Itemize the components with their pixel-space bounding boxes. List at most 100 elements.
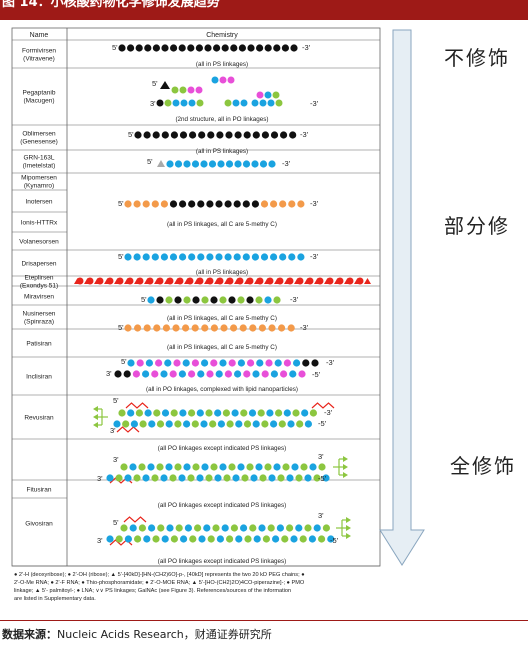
end-5-label: 5' xyxy=(121,357,127,366)
nucleotide-dot xyxy=(209,420,217,428)
nucleotide-dot xyxy=(292,409,300,417)
nucleotide-dot xyxy=(194,524,202,532)
nucleotide-dot xyxy=(145,359,153,367)
nucleotide-dot xyxy=(221,524,229,532)
nucleotide-dot xyxy=(180,99,188,107)
nucleotide-dot xyxy=(215,370,223,378)
nucleotide-dot xyxy=(169,253,178,261)
nucleotide-dot xyxy=(274,359,282,367)
nucleotide-dot xyxy=(206,253,214,261)
nucleotide-dot xyxy=(228,296,236,304)
drug-name: Volanesorsen xyxy=(19,239,59,246)
nucleotide-dot xyxy=(205,474,213,482)
nucleotide-dot xyxy=(313,524,321,532)
pmo-dot xyxy=(186,277,194,285)
nucleotide-dot xyxy=(188,200,196,208)
nucleotide-dot xyxy=(282,463,290,471)
nucleotide-dot xyxy=(198,131,206,139)
nucleotide-dot xyxy=(268,324,276,332)
drug-name: Inotersen xyxy=(25,199,52,206)
nucleotide-dot xyxy=(243,370,251,378)
nucleotide-dot xyxy=(239,324,247,332)
nucleotide-dot xyxy=(237,359,245,367)
nucleotide-dot xyxy=(247,359,255,367)
nucleotide-dot xyxy=(219,463,227,471)
nucleotide-dot xyxy=(183,420,191,428)
source-text: Nucleic Acids Research，财通证券研究所 xyxy=(57,628,272,641)
nucleotide-dot xyxy=(327,535,335,543)
nucleotide-dot xyxy=(252,370,260,378)
pmo-dot xyxy=(336,277,344,285)
nucleotide-dot xyxy=(143,535,151,543)
nucleotide-dot xyxy=(251,253,259,261)
nucleotide-dot xyxy=(225,160,234,168)
nucleotide-dot xyxy=(234,160,242,168)
nucleotide-dot xyxy=(160,370,168,378)
nucleotide-dot xyxy=(268,160,276,168)
nucleotide-dot xyxy=(308,535,316,543)
nucleotide-dot xyxy=(304,474,312,482)
nucleotide-dot xyxy=(248,409,257,417)
nucleotide-dot xyxy=(143,131,151,139)
pmo-dot xyxy=(226,277,234,285)
pmo-dot xyxy=(266,277,274,285)
pmo-dot xyxy=(316,277,324,285)
nucleotide-dot xyxy=(160,200,168,208)
nucleotide-dot xyxy=(200,160,208,168)
nucleotide-dot xyxy=(243,131,251,139)
nucleotide-dot xyxy=(318,535,326,543)
nucleotide-dot xyxy=(224,99,232,107)
nucleotide-dot xyxy=(237,296,245,304)
end-3-label: -3' xyxy=(300,130,309,139)
nucleotide-dot xyxy=(205,409,213,417)
nucleotide-dot xyxy=(219,359,227,367)
pmo-dot xyxy=(256,277,264,285)
nucleotide-dot xyxy=(174,296,182,304)
palmitoyl-triangle xyxy=(157,160,165,167)
pmo-dot xyxy=(86,277,94,285)
nucleotide-dot xyxy=(249,524,257,532)
nucleotide-dot xyxy=(153,324,161,332)
galnac-arrowhead xyxy=(346,525,351,531)
nucleotide-dot xyxy=(204,44,212,52)
nucleotide-dot xyxy=(256,44,264,52)
nucleotide-dot xyxy=(201,463,209,471)
nucleotide-dot xyxy=(259,474,267,482)
nucleotide-dot xyxy=(164,359,172,367)
nucleotide-dot xyxy=(170,44,178,52)
nucleotide-dot xyxy=(135,44,143,52)
drug-name: (Macugen) xyxy=(23,98,54,105)
nucleotide-dot xyxy=(286,524,294,532)
nucleotide-dot xyxy=(152,44,160,52)
nucleotide-dot xyxy=(169,200,178,208)
nucleotide-dot xyxy=(136,359,144,367)
end-3-label: 3' xyxy=(97,536,103,545)
nucleotide-dot xyxy=(277,474,285,482)
nucleotide-dot xyxy=(179,131,188,139)
nucleotide-dot xyxy=(258,524,266,532)
nucleotide-dot xyxy=(251,99,259,107)
nucleotide-dot xyxy=(148,420,156,428)
drug-name: Mipomersen xyxy=(21,175,57,182)
nucleotide-dot xyxy=(230,324,238,332)
nucleotide-dot xyxy=(156,420,165,428)
nucleotide-dot xyxy=(196,474,204,482)
legend-line: linkage; ▲ 5'- palmitoyl-; ● LNA; ∨∨ PS … xyxy=(14,588,291,594)
end-5-label: 5' xyxy=(128,130,134,139)
pmo-dot xyxy=(296,277,304,285)
nucleotide-dot xyxy=(143,324,151,332)
nucleotide-dot xyxy=(148,524,156,532)
nucleotide-dot xyxy=(264,44,272,52)
ps-linkage xyxy=(125,402,149,409)
chemistry-caption: (all PO linkages except indicated PS lin… xyxy=(158,558,286,565)
nucleotide-dot xyxy=(273,463,281,471)
nucleotide-dot xyxy=(265,359,273,367)
nucleotide-dot xyxy=(322,524,330,532)
nucleotide-dot xyxy=(224,200,232,208)
nucleotide-dot xyxy=(256,91,264,99)
nucleotide-dot xyxy=(153,409,161,417)
drug-name: Pegaptanib xyxy=(23,90,56,97)
nucleotide-dot xyxy=(172,324,180,332)
nucleotide-dot xyxy=(142,370,150,378)
